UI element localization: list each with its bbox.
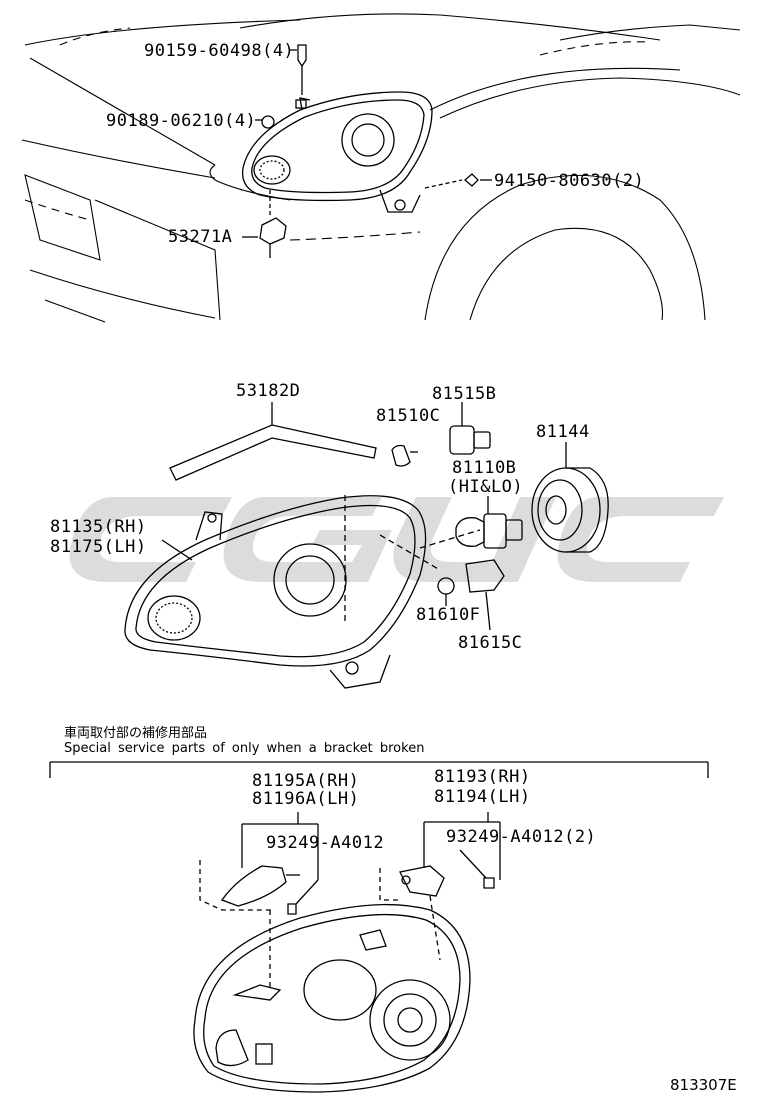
label-81110B: 81110B xyxy=(452,458,517,478)
note-english: Special service parts of only when a bra… xyxy=(64,741,425,756)
rear-headlamp xyxy=(193,895,471,1093)
label-94150: 94150-80630(2) xyxy=(494,171,645,191)
leader-lamp xyxy=(161,539,193,561)
bracket-81195A xyxy=(199,860,300,915)
label-81194: 81194(LH) xyxy=(434,787,531,807)
diagram-code: 813307E xyxy=(670,1076,737,1094)
label-81610F: 81610F xyxy=(416,605,481,625)
label-90159: 90159-60498(4) xyxy=(144,41,295,61)
cover-81144 xyxy=(531,442,609,553)
note-japanese: 車両取付部の補修用部品 xyxy=(64,726,208,741)
label-81175: 81175(LH) xyxy=(50,537,147,557)
label-90189: 90189-06210(4) xyxy=(106,111,257,131)
label-81144: 81144 xyxy=(536,422,590,442)
label-53182D: 53182D xyxy=(236,381,301,401)
label-81515B: 81515B xyxy=(432,384,497,404)
seal-53182D xyxy=(169,402,377,481)
label-93249-right: 93249-A4012(2) xyxy=(446,827,597,847)
left-bracket-leaders xyxy=(241,812,319,905)
label-53271A: 53271A xyxy=(168,227,233,247)
car-body-outline xyxy=(21,13,741,323)
top-fasteners xyxy=(259,44,479,258)
main-headlamp xyxy=(124,495,481,689)
label-81110B-note: (HI&LO) xyxy=(448,477,524,497)
bulb-81510C xyxy=(391,444,418,467)
label-81195A: 81195A(RH) xyxy=(252,771,360,791)
bulb-81610F xyxy=(437,577,455,606)
right-bracket-leaders xyxy=(423,812,501,880)
label-93249-left: 93249-A4012 xyxy=(266,833,385,853)
socket-81615C xyxy=(465,559,505,631)
label-81193: 81193(RH) xyxy=(434,767,531,787)
label-81510C: 81510C xyxy=(376,406,441,426)
label-81196A: 81196A(LH) xyxy=(252,789,360,809)
service-bracket-box xyxy=(49,761,709,778)
bulb-81110B xyxy=(455,496,523,549)
bracket-81193 xyxy=(379,865,495,901)
label-81615C: 81615C xyxy=(458,633,523,653)
socket-81515B xyxy=(449,402,491,455)
label-81135: 81135(RH) xyxy=(50,517,147,537)
top-headlamp xyxy=(241,91,433,213)
